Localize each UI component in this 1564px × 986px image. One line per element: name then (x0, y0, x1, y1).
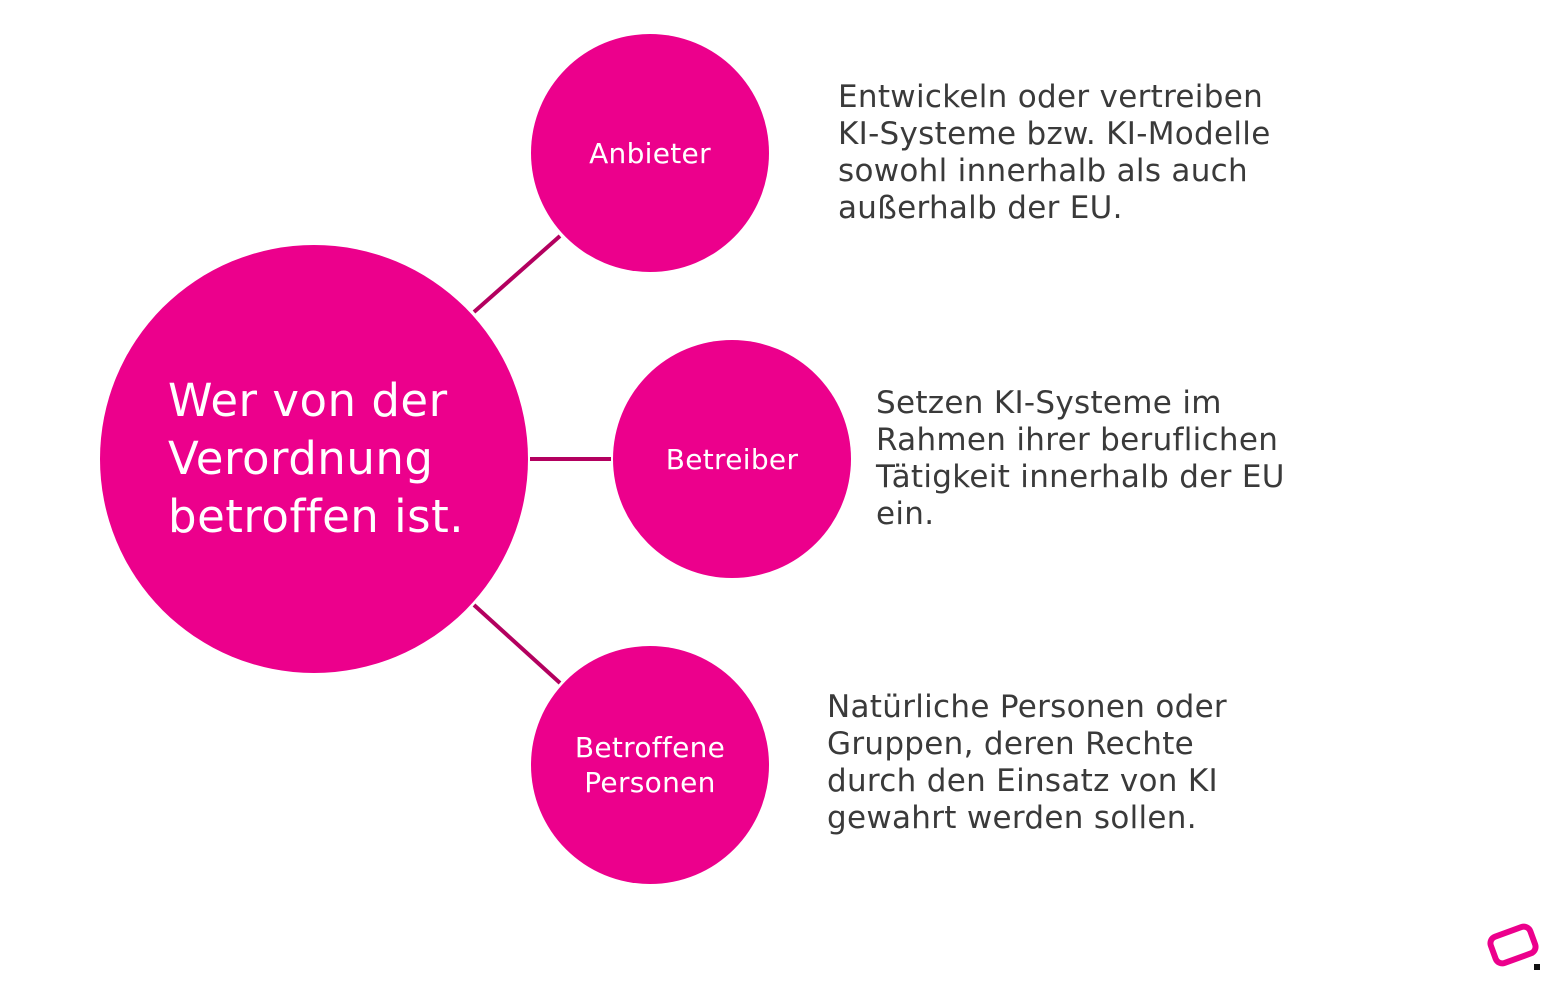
node-anbieter-label: Anbieter (589, 136, 711, 170)
center-circle: Wer von der Verordnung betroffen ist. (100, 245, 528, 673)
node-betreiber-label: Betreiber (665, 442, 799, 476)
description-betroffene-personen: Natürliche Personen oder Gruppen, deren … (827, 689, 1227, 836)
brand-logo-icon (1487, 923, 1540, 970)
node-betroffene-personen-label: Betroffene Personen (574, 731, 726, 799)
description-anbieter: Entwickeln oder vertreiben KI-Systeme bz… (838, 79, 1271, 226)
node-betreiber: Betreiber (613, 340, 851, 578)
connector-personen (472, 603, 562, 685)
connector-anbieter (472, 234, 562, 314)
center-label: Wer von der Verordnung betroffen ist. (168, 374, 465, 543)
description-betreiber: Setzen KI-Systeme im Rahmen ihrer berufl… (876, 385, 1285, 532)
node-anbieter: Anbieter (531, 34, 769, 272)
node-betroffene-personen: Betroffene Personen (531, 646, 769, 884)
